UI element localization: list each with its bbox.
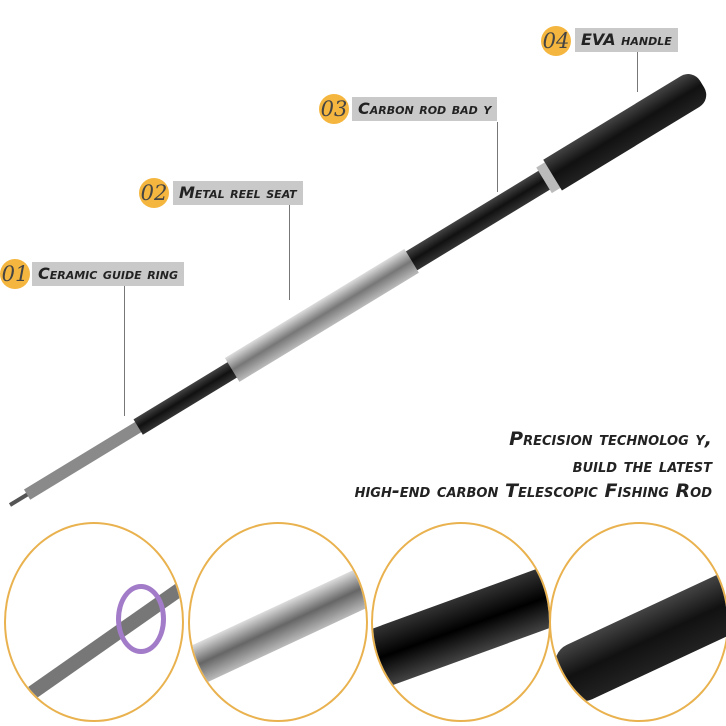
callout-label-eva-handle: EVA handle (575, 28, 678, 52)
callout-number-02: 02 (139, 178, 169, 208)
leader-line-04 (637, 52, 638, 92)
leader-line-01 (124, 286, 125, 416)
callout-label-carbon-rod-body: Carbon rod bad y (352, 97, 498, 121)
detail-carbon-body (371, 522, 551, 722)
rod-eva-handle (543, 68, 712, 191)
tagline-line-1: Precision technolog y, (509, 428, 712, 450)
detail-eva-grip (551, 560, 726, 708)
rod-carbon-body (405, 168, 555, 271)
rod-carbon-section (133, 357, 246, 435)
callout-label-ceramic-guide-ring: Ceramic guide ring (32, 262, 184, 286)
rod-reel-seat (224, 248, 419, 382)
detail-eva-handle (549, 522, 726, 722)
tagline-line-2: build the latest (572, 455, 712, 477)
detail-guide-ring (116, 584, 166, 654)
callout-number-01: 01 (0, 259, 30, 289)
detail-guide-rings (4, 522, 184, 722)
callout-number-03: 03 (319, 94, 349, 124)
leader-line-03 (497, 122, 498, 192)
detail-reel-seat (188, 522, 368, 722)
detail-reel-seat-tube (190, 561, 366, 687)
callout-label-metal-reel-seat: Metal reel seat (173, 181, 303, 205)
detail-carbon-tube (373, 561, 549, 687)
leader-line-02 (289, 205, 290, 300)
callout-number-04: 04 (541, 26, 571, 56)
tagline-line-3: high-end carbon Telescopic Fishing Rod (354, 480, 712, 502)
